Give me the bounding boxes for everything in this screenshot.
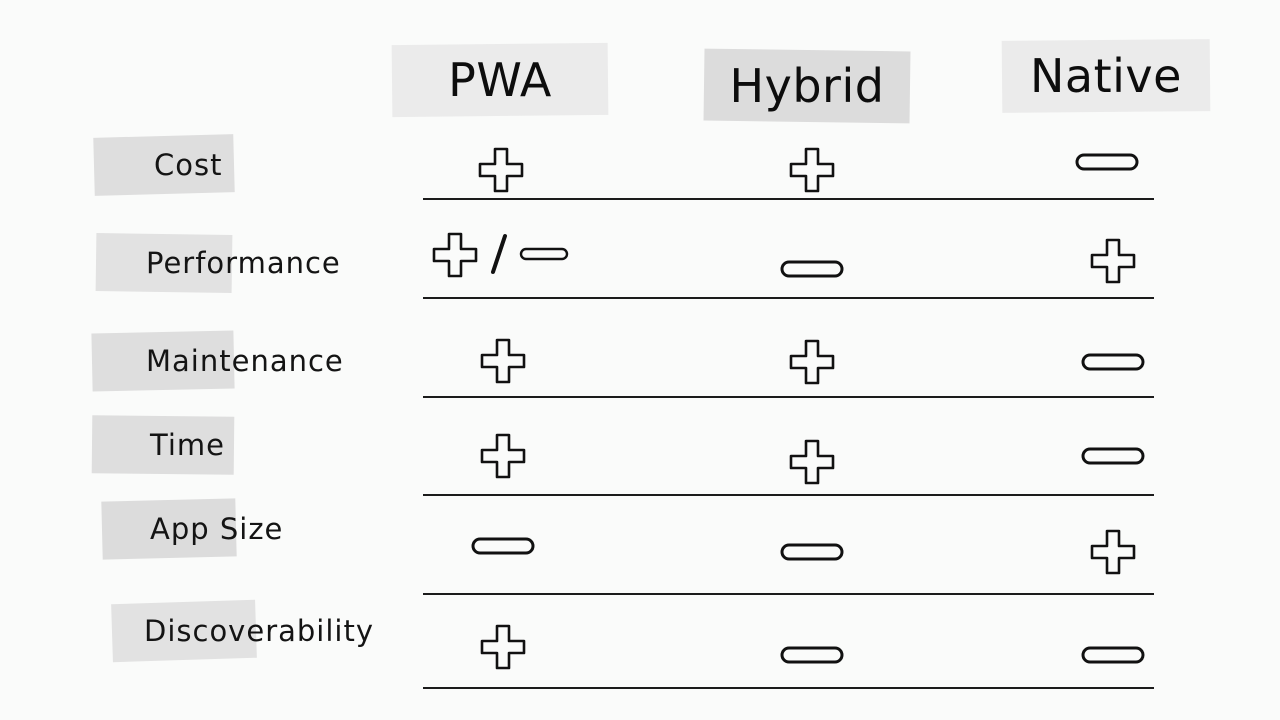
plus-icon (787, 437, 837, 487)
row-divider (423, 593, 1154, 595)
column-header-label: Hybrid (729, 59, 885, 113)
column-header-label: Native (1030, 49, 1182, 103)
row-divider (423, 494, 1154, 496)
plus-icon (787, 145, 837, 195)
minus-icon (780, 259, 844, 279)
row-header-discoverability: Discoverability (111, 599, 374, 663)
minus-icon (1081, 352, 1145, 372)
row-header-label: Maintenance (146, 344, 344, 378)
row-header-maintenance: Maintenance (91, 330, 344, 392)
row-header-label: Performance (146, 246, 341, 280)
plus-icon (430, 230, 480, 280)
row-header-performance: Performance (95, 233, 341, 293)
row-divider (423, 198, 1154, 200)
plus-icon (787, 337, 837, 387)
plus-icon (478, 336, 528, 386)
column-header-native: Native (1001, 39, 1211, 113)
minus-icon (1075, 152, 1139, 172)
row-header-label: App Size (150, 512, 284, 546)
plus-icon (1088, 236, 1138, 286)
minus-icon (780, 542, 844, 562)
row-header-app-size: App Size (101, 498, 284, 560)
plus-icon (1088, 527, 1138, 577)
column-header-hybrid: Hybrid (703, 48, 911, 124)
row-header-cost: Cost (93, 134, 235, 196)
minus-icon (1081, 446, 1145, 466)
slash-icon (488, 232, 510, 276)
minus-icon (1081, 645, 1145, 665)
row-header-label: Cost (154, 148, 223, 182)
minus-icon (519, 246, 569, 262)
column-header-label: PWA (448, 53, 552, 107)
row-divider (423, 687, 1154, 689)
minus-icon (780, 645, 844, 665)
row-header-label: Discoverability (144, 614, 374, 648)
column-header-pwa: PWA (391, 42, 609, 118)
row-divider (423, 297, 1154, 299)
plus-icon (478, 431, 528, 481)
plus-icon (478, 622, 528, 672)
row-header-time: Time (91, 415, 235, 475)
plus-icon (476, 145, 526, 195)
row-divider (423, 396, 1154, 398)
row-header-label: Time (150, 428, 225, 462)
minus-icon (471, 536, 535, 556)
